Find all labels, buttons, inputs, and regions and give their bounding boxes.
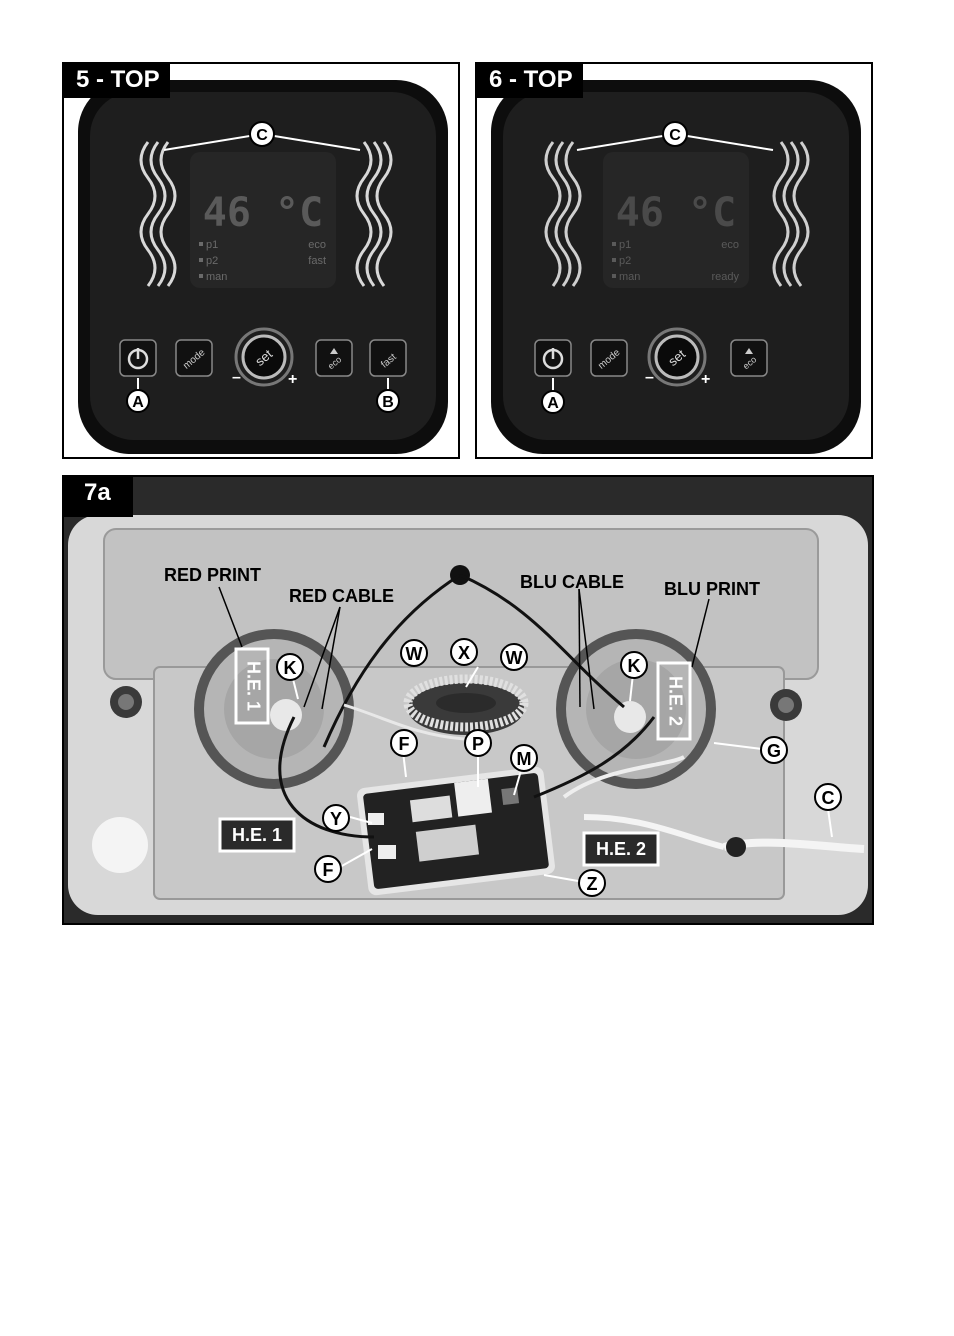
mode-button[interactable]: mode bbox=[590, 339, 628, 377]
callout-a: A bbox=[547, 395, 559, 412]
temperature-readout: 46 °C bbox=[616, 190, 736, 236]
mode-p1-label: p1 bbox=[206, 239, 218, 251]
he2-label: H.E. 2 bbox=[596, 839, 646, 859]
temperature-readout: 46 °C bbox=[203, 190, 323, 236]
he1-label: H.E. 1 bbox=[232, 825, 282, 845]
panel-6-top: 46 °C p1 p2 man eco ready C bbox=[475, 62, 873, 459]
mode-p1-label: p1 bbox=[619, 239, 631, 251]
callout-b: B bbox=[382, 394, 394, 411]
panel-6-title: 6 - TOP bbox=[477, 64, 583, 98]
callout-g: G bbox=[767, 741, 781, 761]
he2-box: H.E. 2 bbox=[582, 831, 660, 867]
power-button[interactable] bbox=[534, 339, 572, 377]
plus-label: + bbox=[288, 371, 297, 388]
mode-p2-label: p2 bbox=[206, 255, 218, 267]
panel-7a: RED PRINT RED CABLE BLU CABLE BLU PRINT … bbox=[62, 475, 874, 925]
heat-wave-left-icon bbox=[139, 141, 177, 287]
callout-y: Y bbox=[330, 809, 342, 829]
callout-m: M bbox=[517, 749, 532, 769]
heating-element-2 bbox=[556, 629, 716, 789]
callout-f-top: F bbox=[399, 734, 410, 754]
callout-p: P bbox=[472, 734, 484, 754]
minus-label: – bbox=[645, 369, 654, 386]
he1-vertical-label: H.E. 1 bbox=[243, 661, 263, 711]
he2-vertical-label: H.E. 2 bbox=[665, 676, 685, 726]
heat-wave-right-icon bbox=[772, 141, 810, 287]
panel-6-illustration: 46 °C p1 p2 man eco ready C bbox=[491, 80, 861, 454]
heat-wave-left-icon bbox=[544, 141, 582, 287]
mode-p2-label: p2 bbox=[619, 255, 631, 267]
eco-button[interactable]: eco bbox=[315, 339, 353, 377]
he1-box: H.E. 1 bbox=[218, 817, 296, 853]
callout-a: A bbox=[132, 394, 144, 411]
callout-k-right: K bbox=[628, 656, 641, 676]
plus-label: + bbox=[701, 371, 710, 388]
panel-7a-title: 7a bbox=[64, 477, 133, 517]
power-button[interactable] bbox=[119, 339, 157, 377]
panel-7a-illustration: RED PRINT RED CABLE BLU CABLE BLU PRINT … bbox=[64, 477, 872, 923]
lcd-screen bbox=[603, 152, 749, 288]
he2-vertical-box: H.E. 2 bbox=[656, 661, 692, 741]
mode-eco-label: eco bbox=[721, 239, 739, 251]
heat-wave-right-icon bbox=[355, 141, 393, 287]
caption-blu-cable: BLU CABLE bbox=[520, 572, 624, 592]
callout-k-left: K bbox=[284, 658, 297, 678]
mode-man-label: man bbox=[619, 271, 640, 283]
leaf-icon bbox=[745, 348, 753, 354]
callout-c: C bbox=[822, 788, 835, 808]
toroid-coil bbox=[403, 674, 529, 735]
callout-w-left: W bbox=[406, 644, 423, 664]
callout-w-right: W bbox=[506, 648, 523, 668]
set-knob[interactable]: set – + bbox=[645, 327, 710, 388]
panel-5-top: 46 °C p1 p2 man eco fast C bbox=[62, 62, 460, 459]
callout-x: X bbox=[458, 643, 470, 663]
callout-z: Z bbox=[587, 874, 598, 894]
callout-c: C bbox=[669, 127, 681, 144]
mode-button[interactable]: mode bbox=[175, 339, 213, 377]
he1-vertical-box: H.E. 1 bbox=[234, 647, 270, 725]
panel-5-illustration: 46 °C p1 p2 man eco fast C bbox=[78, 80, 448, 454]
mode-man-label: man bbox=[206, 271, 227, 283]
panel-5-title: 5 - TOP bbox=[64, 64, 170, 98]
set-knob[interactable]: set – + bbox=[232, 327, 297, 388]
cap bbox=[92, 817, 148, 873]
minus-label: – bbox=[232, 369, 241, 386]
fast-button[interactable]: fast bbox=[369, 339, 407, 377]
mode-eco-label: eco bbox=[308, 239, 326, 251]
callout-f-bottom: F bbox=[323, 860, 334, 880]
mode-fast-label: fast bbox=[308, 255, 326, 267]
caption-red-cable: RED CABLE bbox=[289, 586, 394, 606]
control-board bbox=[357, 766, 555, 896]
caption-blu-print: BLU PRINT bbox=[664, 579, 760, 599]
lcd-screen bbox=[190, 152, 336, 288]
caption-red-print: RED PRINT bbox=[164, 565, 261, 585]
leaf-icon bbox=[330, 348, 338, 354]
heating-element-1 bbox=[194, 629, 354, 789]
mode-ready-label: ready bbox=[711, 271, 739, 283]
eco-button[interactable]: eco bbox=[730, 339, 768, 377]
callout-c: C bbox=[256, 127, 268, 144]
